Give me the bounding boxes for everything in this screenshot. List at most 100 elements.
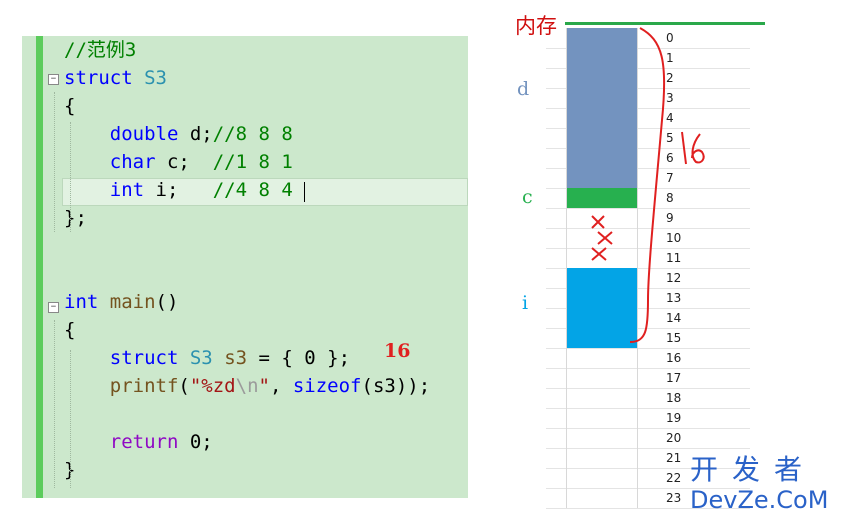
change-margin-bar — [36, 36, 43, 498]
memory-row: 6 — [546, 148, 750, 169]
code-line[interactable]: int i; //4 8 4 — [64, 176, 293, 204]
code-token: char — [109, 151, 156, 173]
label-i: i — [522, 292, 529, 314]
memory-offset: 3 — [666, 91, 674, 105]
memory-offset: 21 — [666, 451, 682, 465]
memory-byte-c — [566, 188, 638, 208]
code-token: ( — [178, 375, 190, 397]
memory-row: 9 — [546, 208, 750, 229]
memory-offset: 1 — [666, 51, 674, 65]
code-line[interactable]: return 0; — [64, 428, 213, 456]
watermark: 开发者 DevZe.CoM — [690, 448, 828, 514]
memory-row: 10 — [546, 228, 750, 249]
memory-byte-empty — [566, 408, 638, 428]
memory-row: 18 — [546, 388, 750, 409]
memory-byte-d — [566, 28, 638, 48]
memory-offset: 11 — [666, 251, 682, 265]
code-token: sizeof — [292, 375, 362, 397]
memory-byte-empty — [566, 208, 638, 228]
memory-row: 11 — [546, 248, 750, 269]
memory-offset: 22 — [666, 471, 682, 485]
indent-guide — [54, 92, 55, 232]
code-token: = { 0 }; — [247, 347, 351, 369]
code-line[interactable]: int main() — [64, 288, 178, 316]
code-token: c; — [155, 151, 213, 173]
memory-offset: 19 — [666, 411, 682, 425]
memory-row: 17 — [546, 368, 750, 389]
memory-offset: 16 — [666, 351, 682, 365]
memory-row: 19 — [546, 408, 750, 429]
code-token — [98, 291, 109, 313]
watermark-en: DevZe.CoM — [690, 486, 829, 514]
memory-offset: 20 — [666, 431, 682, 445]
code-token: //1 8 1 — [212, 151, 293, 173]
code-token — [133, 67, 144, 89]
code-token: }; — [64, 207, 87, 229]
memory-byte-d — [566, 128, 638, 148]
code-token: { — [64, 95, 76, 117]
memory-offset: 10 — [666, 231, 682, 245]
text-caret — [304, 182, 305, 202]
memory-byte-empty — [566, 488, 638, 508]
code-line[interactable]: printf("%zd\n", sizeof(s3)); — [64, 372, 430, 400]
code-token — [178, 347, 189, 369]
memory-row: 12 — [546, 268, 750, 289]
code-line[interactable]: double d;//8 8 8 — [64, 120, 293, 148]
memory-row: 20 — [546, 428, 750, 449]
memory-row: 4 — [546, 108, 750, 129]
memory-byte-d — [566, 148, 638, 168]
memory-offset: 8 — [666, 191, 674, 205]
code-token: double — [109, 123, 179, 145]
memory-byte-empty — [566, 468, 638, 488]
memory-row: 7 — [546, 168, 750, 189]
memory-byte-d — [566, 68, 638, 88]
code-token: " — [258, 375, 270, 397]
code-line[interactable]: struct S3 — [64, 64, 167, 92]
code-token — [213, 347, 224, 369]
code-line[interactable]: //范例3 — [64, 36, 136, 64]
memory-offset: 14 — [666, 311, 682, 325]
code-token: int — [64, 291, 99, 313]
memory-row: 2 — [546, 68, 750, 89]
memory-byte-i — [566, 308, 638, 328]
code-token: struct — [109, 347, 179, 369]
memory-byte-empty — [566, 388, 638, 408]
memory-row: 3 — [546, 88, 750, 109]
memory-row: 21 — [546, 448, 750, 469]
code-token: int — [109, 179, 145, 201]
memory-offset: 5 — [666, 131, 674, 145]
memory-row: 5 — [546, 128, 750, 149]
code-token: S3 — [189, 347, 213, 369]
indent-guide — [70, 122, 71, 232]
memory-byte-d — [566, 168, 638, 188]
memory-row: 0 — [546, 28, 750, 49]
code-line[interactable]: char c; //1 8 1 — [64, 148, 293, 176]
code-line[interactable]: { — [64, 316, 75, 344]
memory-byte-empty — [566, 428, 638, 448]
memory-offset: 15 — [666, 331, 682, 345]
collapse-struct-icon[interactable]: − — [48, 74, 59, 85]
code-token: } — [64, 459, 76, 481]
memory-row: 16 — [546, 348, 750, 369]
code-line[interactable]: }; — [64, 204, 87, 232]
code-token: { — [64, 319, 76, 341]
code-token: \n — [235, 375, 259, 397]
memory-byte-empty — [566, 348, 638, 368]
collapse-main-icon[interactable]: − — [48, 302, 59, 313]
memory-offset: 12 — [666, 271, 682, 285]
code-line[interactable]: { — [64, 92, 75, 120]
label-d: d — [517, 78, 530, 100]
memory-offset: 17 — [666, 371, 682, 385]
memory-offset: 23 — [666, 491, 682, 505]
memory-offset: 13 — [666, 291, 682, 305]
memory-row: 13 — [546, 288, 750, 309]
code-token: printf — [109, 375, 179, 397]
memory-byte-empty — [566, 248, 638, 268]
memory-byte-empty — [566, 368, 638, 388]
current-line-highlight — [62, 178, 468, 206]
code-line[interactable]: } — [64, 456, 75, 484]
code-line[interactable]: struct S3 s3 = { 0 }; — [64, 344, 350, 372]
memory-row: 15 — [546, 328, 750, 349]
code-token: s3 — [224, 347, 248, 369]
